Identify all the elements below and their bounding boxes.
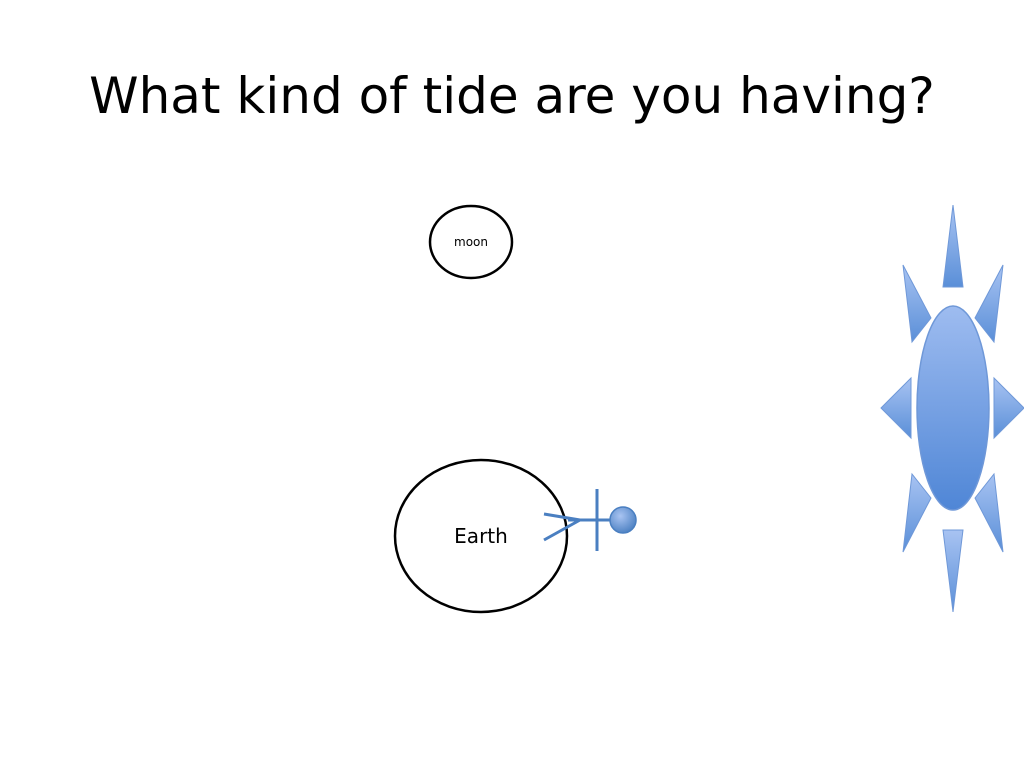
- sun-icon: [880, 204, 1024, 613]
- moon-label: moon: [454, 235, 488, 249]
- person-icon: [543, 489, 637, 551]
- earth: Earth: [393, 458, 569, 614]
- earth-label: Earth: [454, 524, 508, 548]
- moon: moon: [428, 204, 514, 280]
- slide-title: What kind of tide are you having?: [89, 67, 935, 125]
- earth-circle: [393, 458, 569, 614]
- moon-circle: [428, 204, 514, 280]
